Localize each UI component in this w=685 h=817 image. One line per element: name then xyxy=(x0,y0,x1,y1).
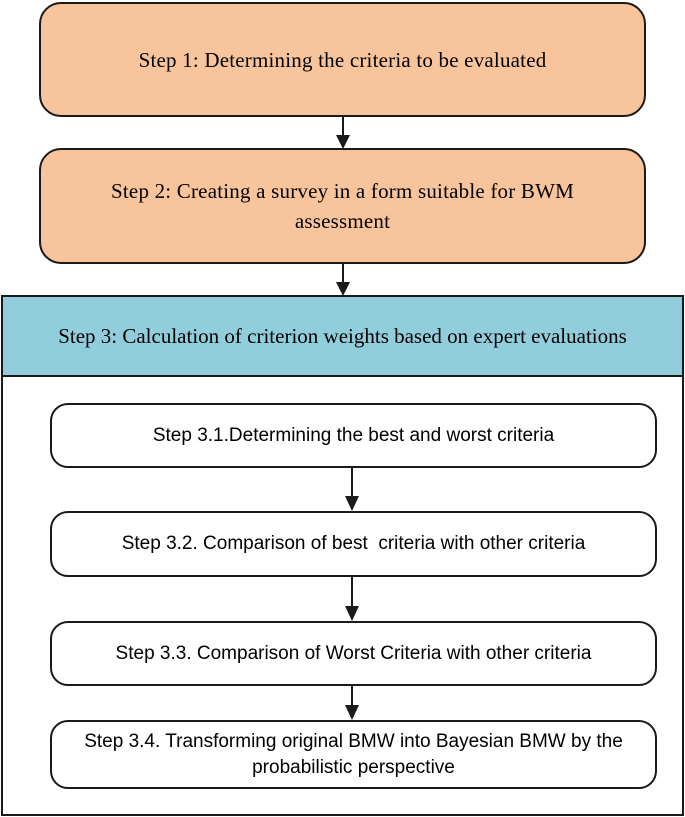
step-1-label: Step 1: Determining the criteria to be e… xyxy=(138,47,547,72)
step-3-header: Step 3: Calculation of criterion weights… xyxy=(1,295,684,377)
step-3-1-label: Step 3.1.Determining the best and worst … xyxy=(152,424,555,446)
step-3-2-label: Step 3.2. Comparison of best criteria wi… xyxy=(121,533,586,554)
step-3-label: Step 3: Calculation of criterion weights… xyxy=(58,324,627,348)
step-2-box: Step 2: Creating a survey in a form suit… xyxy=(39,148,646,264)
step-3-2-box: Step 3.2. Comparison of best criteria wi… xyxy=(50,511,657,577)
step-3-1-box: Step 3.1.Determining the best and worst … xyxy=(50,403,657,468)
step-3-3-box: Step 3.3. Comparison of Worst Criteria w… xyxy=(50,621,657,686)
step-2-label: Step 2: Creating a survey in a form suit… xyxy=(111,179,574,233)
arrow-step3-3-to-step3-4 xyxy=(345,686,359,720)
step-3-3-label: Step 3.3. Comparison of Worst Criteria w… xyxy=(115,642,592,664)
step-3-4-box: Step 3.4. Transforming original BMW into… xyxy=(50,720,657,789)
arrow-step3-2-to-step3-3 xyxy=(345,577,359,621)
arrow-step1-to-step2 xyxy=(336,117,350,149)
step-3-4-label: Step 3.4. Transforming original BMW into… xyxy=(84,730,623,778)
step-1-box: Step 1: Determining the criteria to be e… xyxy=(39,2,646,117)
arrow-step2-to-step3 xyxy=(336,264,350,296)
arrow-step3-1-to-step3-2 xyxy=(345,468,359,511)
